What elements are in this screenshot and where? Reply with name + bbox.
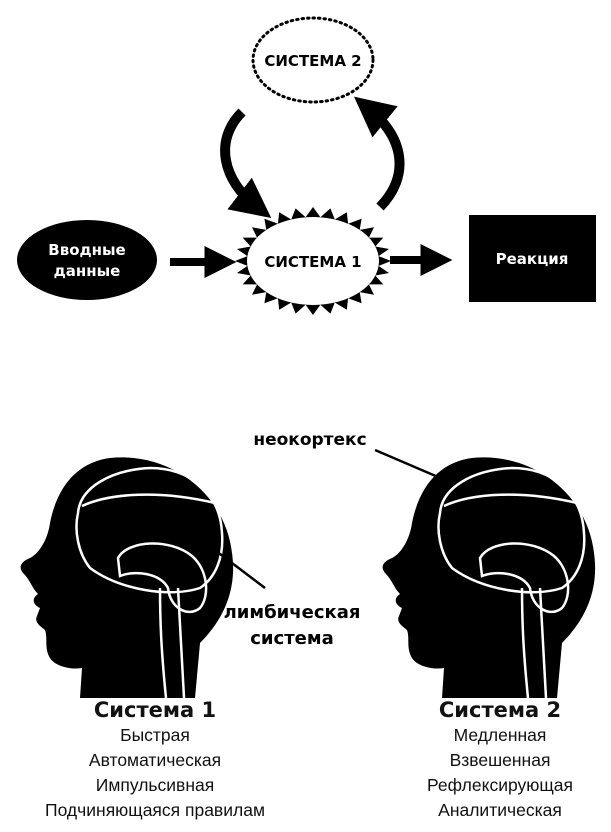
head-silhouette [20,457,234,698]
system1-item: Автоматическая [88,750,222,770]
head-right [382,457,596,699]
neocortex-outline [437,466,586,594]
system2-title: Система 2 [438,698,562,722]
system1-label: СИСТЕМА 1 [264,253,361,271]
system1-item: Импульсивная [95,775,215,795]
neocortex-fold [81,493,216,508]
brainstem [520,587,548,699]
system2-label: СИСТЕМА 2 [264,52,361,70]
neocortex-fold [443,493,578,508]
input-label-line2: данные [54,262,121,280]
limbic-outline [116,542,208,614]
limbic-label-line2: система [250,628,333,649]
reaction-label: Реакция [496,250,569,268]
system1-column: Система 1 Быстрая Автоматическая Импульс… [10,697,300,823]
limbic-outline [478,542,570,614]
system1-item: Быстрая [120,725,190,745]
system2-item: Взвешенная [449,750,551,770]
system2-item: Аналитическая [438,800,562,820]
head-left [20,457,234,699]
reaction-node: Реакция [469,215,596,302]
system1-node: СИСТЕМА 1 [235,207,391,315]
arrow-system2-to-system1 [220,108,272,219]
system2-item: Рефлексирующая [427,775,573,795]
system2-node: СИСТЕМА 2 [251,16,375,104]
neocortex-pointer [374,448,446,482]
head-silhouette [382,457,596,698]
arrow-system1-to-system2 [354,96,405,211]
system2-column: Система 2 Медленная Взвешенная Рефлексир… [395,697,605,823]
limbic-pointer [194,534,266,589]
neocortex-label: неокортекс [253,430,366,450]
neocortex-outline [75,466,224,594]
system2-item: Медленная [453,725,547,745]
input-label-line1: Вводные [48,241,125,259]
input-node: Вводные данные [17,220,157,300]
system1-title: Система 1 [93,698,217,722]
system1-item: Подчиняющаяся правилам [45,800,265,820]
limbic-label-line1: лимбическая [224,602,361,623]
brainstem [158,587,186,699]
